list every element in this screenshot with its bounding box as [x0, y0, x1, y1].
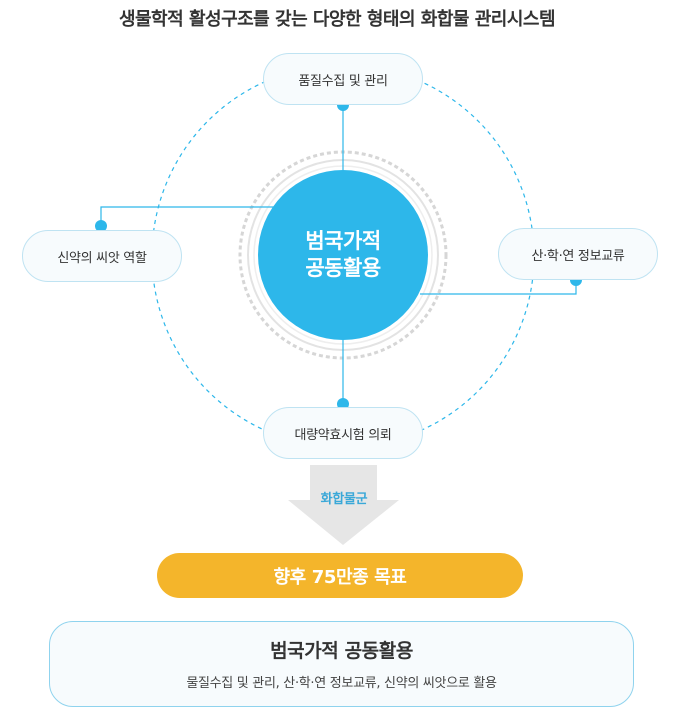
center-label-line2: 공동활용	[305, 256, 381, 280]
center-label: 범국가적 공동활용	[258, 170, 428, 340]
dot-left	[95, 220, 107, 232]
center-label-line1: 범국가적	[305, 229, 381, 253]
node-top: 품질수집 및 관리	[263, 53, 423, 105]
node-top-label: 품질수집 및 관리	[298, 73, 388, 89]
connector-left	[100, 206, 275, 226]
summary-description: 물질수집 및 관리, 산·학·연 정보교류, 신약의 씨앗으로 활용	[186, 676, 497, 691]
connector-right	[420, 280, 577, 295]
summary-title: 범국가적 공동활용	[270, 640, 413, 662]
center-circle	[258, 170, 428, 340]
node-bottom-label: 대량약효시험 의뢰	[294, 427, 392, 443]
goal-bar: 향후 75만종 목표	[157, 553, 523, 598]
summary-box: 범국가적 공동활용 물질수집 및 관리, 산·학·연 정보교류, 신약의 씨앗으…	[49, 621, 634, 707]
down-arrow-icon	[288, 465, 399, 545]
node-right: 산·학·연 정보교류	[498, 228, 658, 280]
node-left: 신약의 씨앗 역할	[22, 230, 182, 282]
page-title: 생물학적 활성구조를 갖는 다양한 형태의 화합물 관리시스템	[118, 9, 556, 30]
node-right-label: 산·학·연 정보교류	[531, 248, 625, 264]
goal-text: 향후 75만종 목표	[273, 566, 407, 588]
arrow-label: 화합물군	[320, 492, 368, 507]
node-left-label: 신약의 씨앗 역할	[57, 250, 147, 266]
node-bottom: 대량약효시험 의뢰	[263, 407, 423, 459]
